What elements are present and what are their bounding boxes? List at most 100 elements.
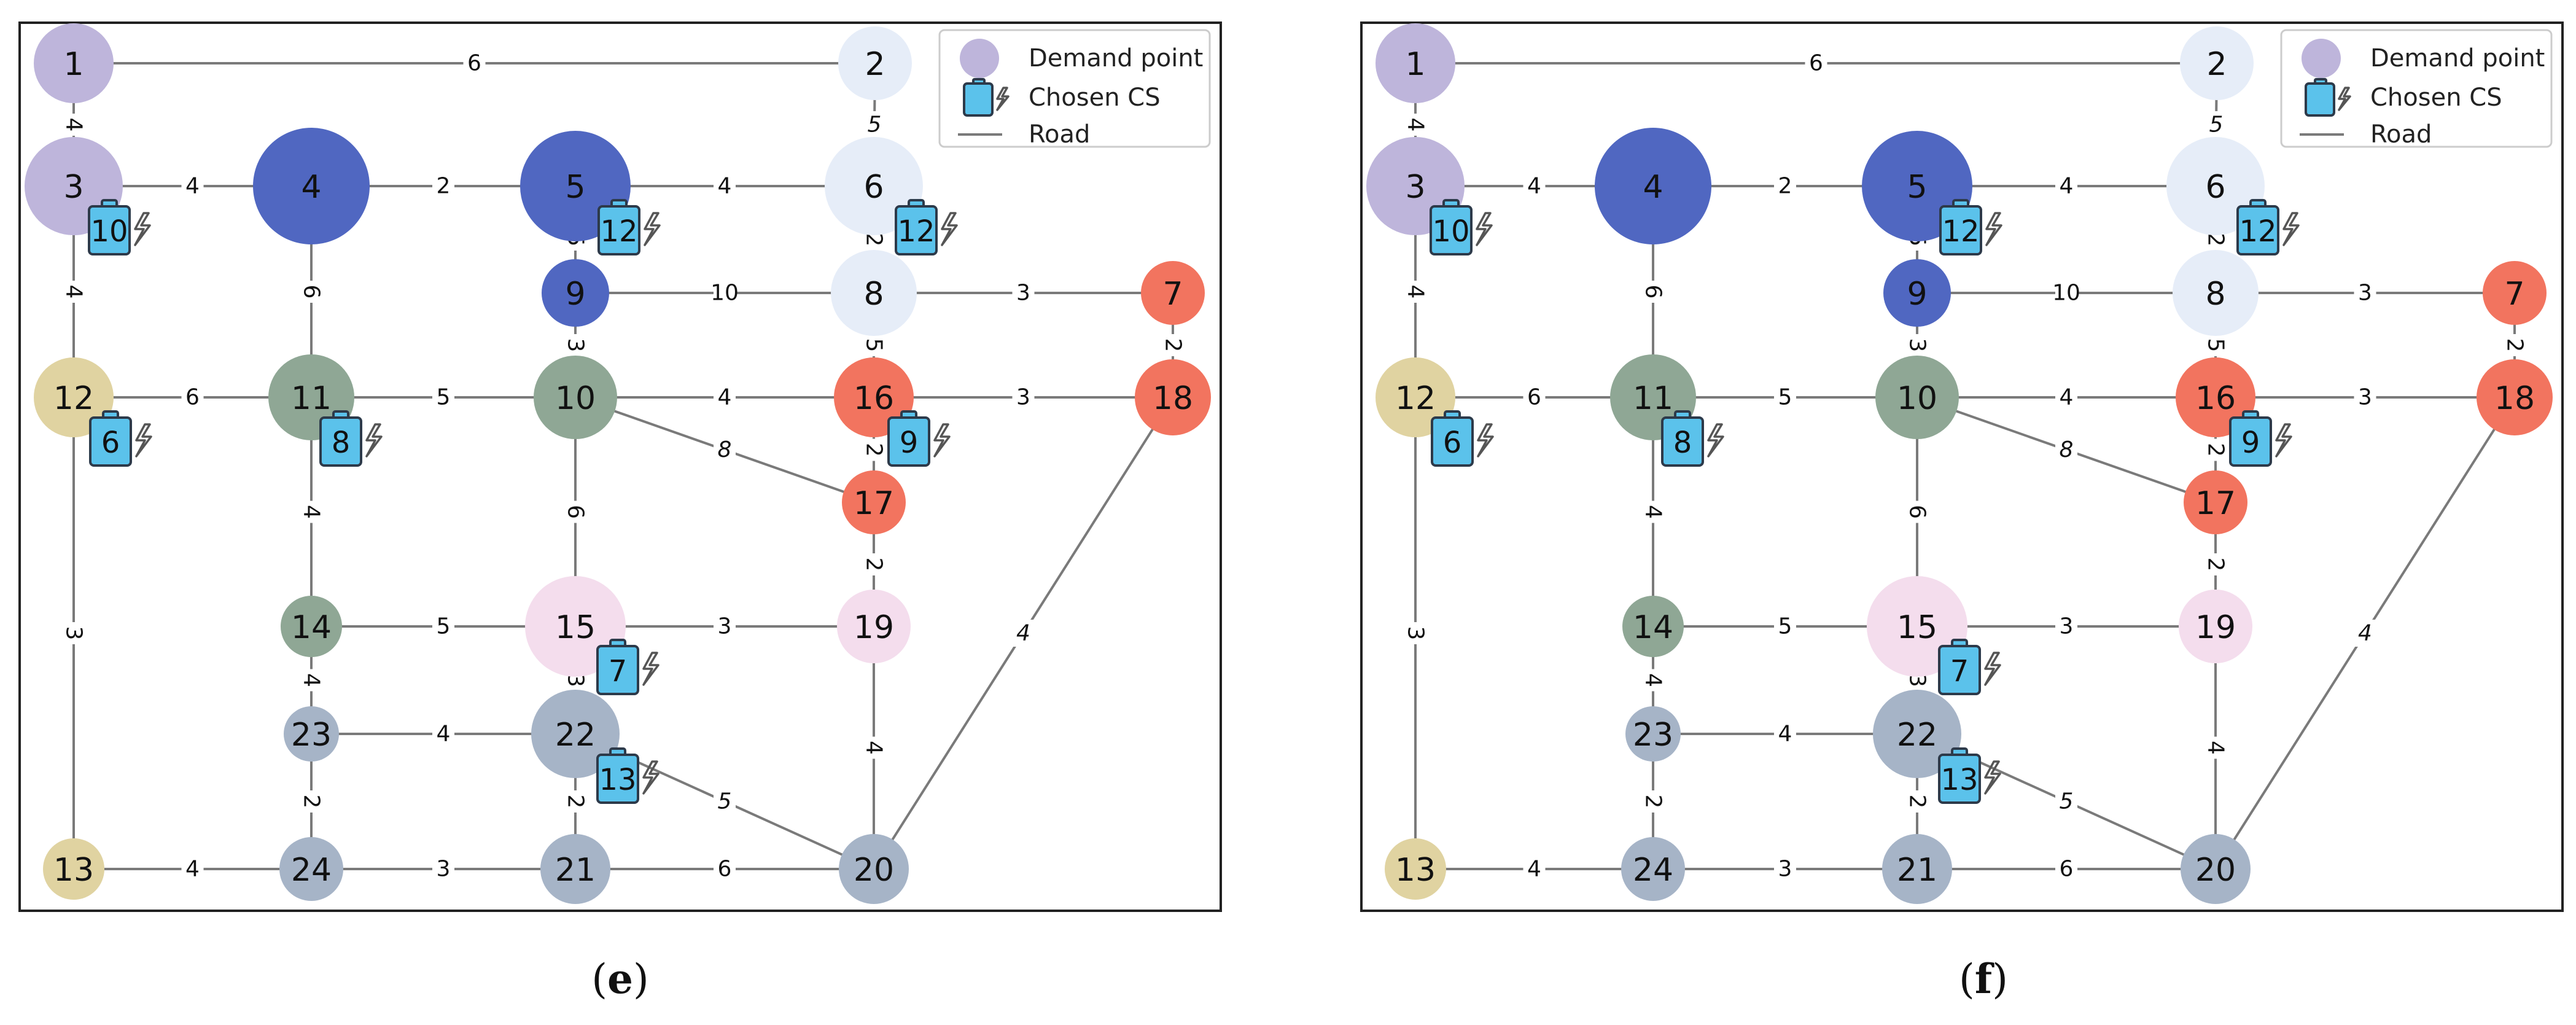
road-weight-19-20: 4: [860, 736, 887, 759]
road-weight-4-11: 6: [1640, 281, 1667, 303]
road-weight-bg: [2202, 438, 2229, 461]
road-weight-label: 3: [2358, 385, 2372, 410]
charging-station-22: 13: [596, 747, 660, 804]
legend-demand-point-marker: [2302, 39, 2341, 78]
demand-point-23: 23: [284, 706, 339, 762]
road-weight-23-24: 2: [298, 790, 325, 813]
road-weight-label: 5: [1778, 614, 1792, 639]
road-weight-label: 2: [1778, 174, 1792, 199]
road-weight-label: 3: [1778, 857, 1792, 882]
road-weights-group: 645424465210335265438246235344344522436: [1402, 50, 2528, 883]
road-weight-11-14: 4: [1640, 501, 1667, 523]
demand-point-10: 10: [1875, 356, 1959, 439]
road-weight-label: 2: [2502, 338, 2527, 353]
road-weight-bg: [1904, 790, 1931, 813]
demand-point-label: 3: [63, 169, 84, 206]
charging-station-label: 6: [101, 426, 120, 460]
road-weight-label: 4: [2358, 621, 2372, 646]
demand-point-14: 14: [281, 596, 342, 657]
demand-point-circle: [842, 470, 906, 534]
demand-point-circle: [1135, 359, 1211, 435]
demand-point-label: 3: [1405, 169, 1425, 206]
road-weight-label: 4: [718, 174, 732, 199]
road-weight-10-17: 8: [2055, 436, 2077, 464]
demand-point-label: 17: [2195, 485, 2236, 522]
road-weight-bg: [863, 111, 885, 138]
legend-demand-point-marker: [960, 39, 999, 78]
demand-point-23: 23: [1625, 706, 1681, 762]
caption-e-letter: e: [607, 955, 633, 1003]
demand-point-circle: [253, 128, 370, 244]
road-weight-label: 4: [862, 741, 887, 755]
charging-station-label: 12: [600, 214, 637, 249]
demand-point-circle: [831, 250, 917, 336]
road-weight-13-24: 4: [1523, 855, 1546, 883]
road-weight-24-21: 3: [432, 855, 454, 883]
road-weight-bg: [463, 50, 486, 77]
demand-point-label: 23: [1633, 717, 1673, 754]
road-weight-bg: [1012, 279, 1035, 306]
road-weight-label: 2: [1905, 795, 1930, 809]
battery-icon: [596, 645, 639, 695]
battery-icon: [2229, 416, 2272, 467]
road-weight-label: 4: [1527, 857, 1541, 882]
battery-icon: [887, 416, 930, 467]
demand-point-label: 22: [555, 717, 596, 754]
road-weight-label: 3: [2060, 614, 2074, 639]
demand-point-21: 21: [1882, 834, 1952, 904]
road-weight-8-7: 3: [2354, 279, 2376, 306]
road-weight-label: 6: [185, 385, 200, 410]
demand-point-9: 9: [542, 259, 609, 327]
demand-point-2: 2: [2180, 26, 2254, 100]
road-weight-bg: [2055, 279, 2077, 306]
road-weight-bg: [714, 436, 736, 464]
road-weight-24-21: 3: [1774, 855, 1796, 883]
demand-point-21: 21: [540, 834, 610, 904]
road-weight-bg: [1523, 855, 1546, 883]
lightning-bolt-icon: [134, 212, 151, 246]
demand-point-circle: [1625, 706, 1681, 762]
demand-point-circle: [1385, 838, 1446, 900]
network-panel-e: 6454244652103352654382462353443445224361…: [18, 21, 1222, 912]
road-weight-4-5: 2: [432, 173, 454, 200]
road-weight-label: 4: [1641, 505, 1666, 519]
charging-station-16: 9: [887, 410, 951, 467]
lightning-bolt-icon: [365, 423, 383, 458]
road-weight-bg: [1774, 173, 1796, 200]
road-weight-label: 8: [2060, 437, 2074, 462]
road-weight-1-2: 6: [1805, 50, 1827, 77]
road-weight-21-20: 6: [714, 855, 736, 883]
demand-point-label: 24: [1633, 852, 1673, 889]
road-weight-23-22: 4: [1774, 720, 1796, 747]
demand-point-circle: [34, 23, 114, 103]
demand-point-circle: [2483, 261, 2547, 325]
road-weight-label: 4: [299, 673, 324, 687]
demand-point-circle: [284, 706, 339, 762]
demand-point-label: 19: [2195, 609, 2236, 646]
road-weight-10-17: 8: [714, 436, 736, 464]
demand-point-2: 2: [838, 26, 912, 100]
road-weight-11-14: 4: [298, 501, 325, 523]
road-weight-label: 4: [299, 505, 324, 519]
road-weight-label: 2: [2203, 233, 2228, 247]
lightning-bolt-icon: [1707, 423, 1724, 458]
demand-point-24: 24: [279, 837, 343, 901]
road-weight-bg: [60, 622, 87, 644]
demand-point-label: 10: [555, 380, 596, 417]
demand-point-circle: [540, 834, 610, 904]
charging-station-label: 7: [1950, 654, 1969, 688]
demand-point-4: 4: [253, 128, 370, 244]
charging-station-label: 9: [900, 426, 919, 460]
road-weight-21-20: 6: [2055, 855, 2077, 883]
demand-point-label: 11: [1633, 380, 1673, 417]
demand-point-label: 11: [291, 380, 332, 417]
road-weight-17-19: 2: [860, 553, 887, 575]
road-weight-bg: [714, 384, 736, 411]
demand-point-label: 7: [2504, 276, 2524, 313]
demand-point-circle: [279, 837, 343, 901]
road-weight-label: 4: [185, 174, 200, 199]
road-weight-3-4: 4: [1523, 173, 1546, 200]
legend-lightning-bolt-icon: [2338, 87, 2351, 111]
demand-point-label: 21: [1897, 852, 1937, 889]
road-weight-9-8: 10: [710, 279, 739, 306]
